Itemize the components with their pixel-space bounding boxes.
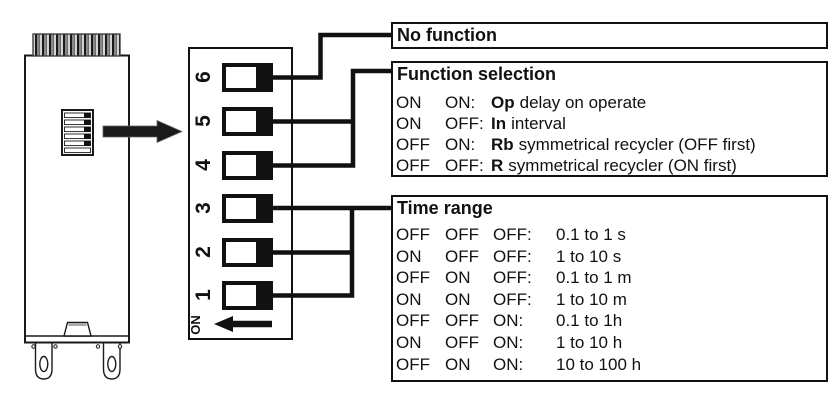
switch-number-6: 6 [192,71,215,83]
zoom-pointer-arrow-icon [102,119,183,144]
switch-number-4: 4 [192,159,215,171]
switch-number-1: 1 [192,289,215,301]
dip-switch-3-slider [226,198,256,219]
connector-switch4-to-function-selection [250,68,392,168]
switch-number-5: 5 [192,115,215,127]
dip-switch-2 [222,238,273,267]
dip-switch-1-slider [226,285,256,306]
on-direction-arrow-icon [214,316,272,332]
base-dot [31,344,36,349]
device-ribbed-cap [32,33,121,57]
no-function-title: No function [397,25,497,45]
dip-switch-6-slider [226,67,256,88]
dip-switch-5-slider [226,111,256,132]
time-range-title: Time range [397,198,493,218]
device-body [24,54,130,344]
device-pin-right-hole [107,355,117,373]
dip-switch-4-slider [226,155,256,176]
connector-switch1 [250,208,355,298]
switch-number-3: 3 [192,202,215,214]
connector-switch6-to-no-function [250,32,392,80]
base-dot [53,344,58,349]
device-pin-left-hole [39,355,49,373]
function-selection-title: Function selection [397,64,557,84]
on-label: ON [188,315,203,335]
dip-switch-panel [188,47,293,340]
no-function-box: No function [391,22,828,49]
dip-switch-5 [222,107,273,136]
dip-switch-4 [222,151,273,180]
switch-number-2: 2 [192,246,215,258]
dip-switch-6 [222,63,273,92]
dip-switch-1 [222,281,273,310]
dip-switch-2-slider [226,242,256,263]
dip-switch-3 [222,194,273,223]
mini-dip-switch-bars [64,112,91,154]
base-dot [117,344,123,349]
base-dot [95,344,101,349]
